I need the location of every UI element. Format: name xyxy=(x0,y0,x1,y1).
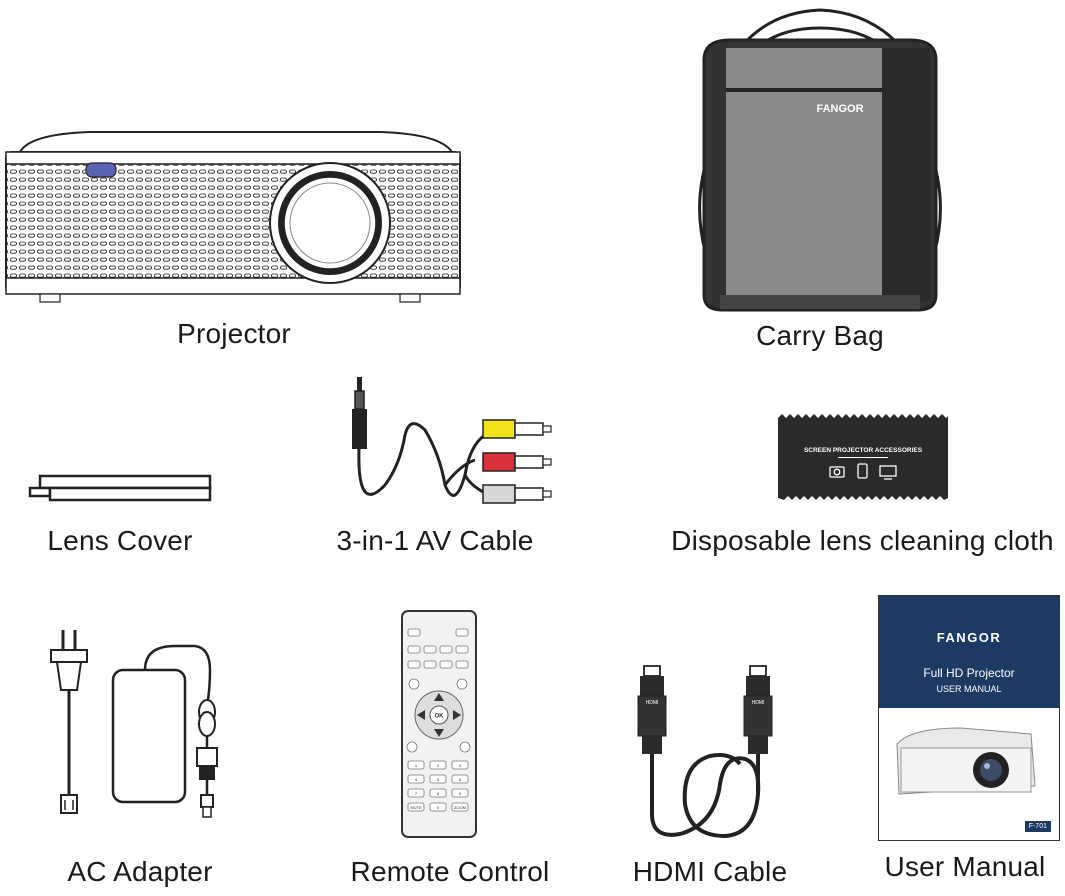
av-cable-item: 3-in-1 AV Cable xyxy=(320,375,552,565)
carry-bag-label: Carry Bag xyxy=(756,320,884,351)
svg-text:HDMI: HDMI xyxy=(752,700,765,706)
remote-key xyxy=(407,802,425,812)
hdmi-plug-left: HDMI xyxy=(637,665,667,754)
camera-icon xyxy=(829,466,845,478)
projector-item: Projector xyxy=(0,120,470,349)
hdmi-cable-label: HDMI Cable xyxy=(632,856,788,887)
remote-key-label: 7 xyxy=(415,791,418,796)
cleaning-cloth-label: Disposable lens cleaning cloth xyxy=(671,525,1054,556)
remote-key-label: 8 xyxy=(437,791,440,796)
lens-cover-item: Lens Cover xyxy=(20,460,220,560)
remote-key xyxy=(429,788,447,798)
cleaning-cloth-illustration: SCREEN PROJECTOR ACCESSORIES xyxy=(778,414,948,500)
projector-illustration xyxy=(5,131,461,303)
monitor-icon xyxy=(879,465,897,480)
remote-key xyxy=(429,760,447,770)
manual-projector-image xyxy=(896,727,1036,795)
projector-label: Projector xyxy=(177,318,291,349)
remote-key xyxy=(407,760,425,770)
rca-white-plug xyxy=(482,484,552,504)
rca-red-plug xyxy=(482,452,552,472)
hdmi-cable-item: HDMI HDMI HDMI Cable xyxy=(610,660,810,896)
av-cable-illustration xyxy=(352,377,552,504)
carry-bag-illustration: FANGOR xyxy=(698,8,942,312)
manual-model-badge: F-701 xyxy=(1024,821,1051,832)
bag-brand-text: FANGOR xyxy=(816,103,863,115)
remote-key xyxy=(407,774,425,784)
remote-key-label: 9 xyxy=(459,791,462,796)
hdmi-cable-illustration: HDMI HDMI xyxy=(637,665,773,839)
ok-key: OK xyxy=(435,714,445,720)
remote-key-label: ZOOM xyxy=(454,805,466,810)
av-cable-label: 3-in-1 AV Cable xyxy=(336,525,534,556)
phone-icon xyxy=(857,463,868,479)
remote-key xyxy=(451,774,469,784)
svg-text:HDMI: HDMI xyxy=(646,700,659,706)
remote-key-label: 1 xyxy=(415,763,418,768)
remote-key xyxy=(407,788,425,798)
remote-key-label: 3 xyxy=(459,763,462,768)
remote-key-label: 5 xyxy=(437,777,440,782)
cleaning-cloth-item: SCREEN PROJECTOR ACCESSORIES Disposable … xyxy=(660,410,1065,565)
user-manual-item: FANGOR Full HD Projector USER MANUAL F-7… xyxy=(860,595,1065,896)
manual-subtitle: USER MANUAL xyxy=(936,684,1002,694)
manual-cover: FANGOR Full HD Projector USER MANUAL F-7… xyxy=(878,595,1060,841)
remote-key-label: 2 xyxy=(437,763,440,768)
remote-key xyxy=(429,774,447,784)
lens-cover-label: Lens Cover xyxy=(47,525,193,556)
manual-brand: FANGOR xyxy=(936,630,1002,645)
remote-key xyxy=(429,802,447,812)
remote-control-label: Remote Control xyxy=(350,856,550,887)
remote-key xyxy=(451,760,469,770)
hdmi-plug-right: HDMI xyxy=(743,665,773,754)
remote-key xyxy=(451,802,469,812)
ac-adapter-label: AC Adapter xyxy=(67,856,213,887)
remote-key xyxy=(451,788,469,798)
rca-yellow-plug xyxy=(482,419,552,439)
remote-key-label: 0 xyxy=(437,805,440,810)
ac-adapter-illustration xyxy=(50,630,218,818)
user-manual-label: User Manual xyxy=(884,851,1046,882)
cloth-pack-text: SCREEN PROJECTOR ACCESSORIES xyxy=(804,447,923,454)
carry-bag-item: FANGOR Carry Bag xyxy=(690,0,950,360)
remote-key-label: 6 xyxy=(459,777,462,782)
remote-key-label: MUTE xyxy=(410,805,422,810)
ac-adapter-item: AC Adapter xyxy=(40,630,240,896)
manual-header: FANGOR Full HD Projector USER MANUAL xyxy=(879,596,1059,708)
lens-cover-illustration xyxy=(28,474,212,502)
remote-key-label: 4 xyxy=(415,777,418,782)
manual-product: Full HD Projector xyxy=(923,666,1015,680)
